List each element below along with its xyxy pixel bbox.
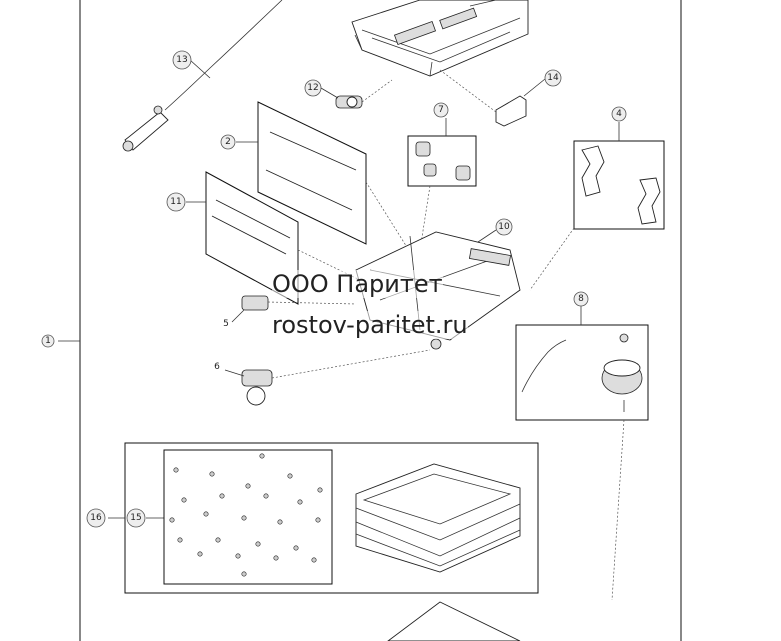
screw xyxy=(259,453,265,459)
bellows-cover xyxy=(355,463,521,573)
callout-4: 4 xyxy=(611,106,627,122)
screw xyxy=(287,473,293,479)
callout-2: 2 xyxy=(220,134,236,150)
svg-text:13: 13 xyxy=(176,55,187,65)
part-16-assembly xyxy=(108,442,539,594)
screw xyxy=(203,511,209,517)
part-7 xyxy=(407,135,477,251)
screw xyxy=(273,555,279,561)
screw xyxy=(177,537,183,543)
bottom-base-plate xyxy=(387,601,521,641)
screw xyxy=(197,551,203,557)
svg-text:10: 10 xyxy=(498,222,510,232)
screw xyxy=(311,557,317,563)
screw xyxy=(235,553,241,559)
svg-text:16: 16 xyxy=(90,513,102,523)
slide-rail-assembly xyxy=(351,0,529,77)
rod-set-part-2 xyxy=(257,101,411,253)
part-5 xyxy=(241,295,357,311)
svg-text:7: 7 xyxy=(438,105,444,115)
bracket-part-14 xyxy=(439,69,527,127)
screw xyxy=(277,519,283,525)
svg-text:11: 11 xyxy=(170,197,181,207)
callout-6: 6 xyxy=(214,362,220,372)
part-4 xyxy=(529,140,665,291)
screw xyxy=(317,487,323,493)
callout-16: 16 xyxy=(86,508,106,528)
part-8 xyxy=(515,324,649,601)
callout-7: 7 xyxy=(433,102,449,118)
svg-text:1: 1 xyxy=(45,336,51,346)
screw xyxy=(263,493,269,499)
callout-11: 11 xyxy=(166,192,186,212)
screw xyxy=(245,483,251,489)
screw xyxy=(297,499,303,505)
watermark-website: rostov-paritet.ru xyxy=(272,311,468,339)
screw xyxy=(241,571,247,577)
svg-text:6: 6 xyxy=(214,362,220,372)
screw xyxy=(169,517,175,523)
callout-10: 10 xyxy=(495,218,513,236)
screw xyxy=(219,493,225,499)
screw xyxy=(241,515,247,521)
callout-1: 1 xyxy=(41,334,55,348)
svg-text:15: 15 xyxy=(130,513,141,523)
svg-text:12: 12 xyxy=(307,83,318,93)
screw xyxy=(315,517,321,523)
part-12 xyxy=(335,79,393,109)
callout-13: 13 xyxy=(172,50,192,70)
screw-set-part-15 xyxy=(163,449,333,585)
screw xyxy=(293,545,299,551)
cable-part-13 xyxy=(122,0,283,152)
screw xyxy=(181,497,187,503)
callout-12: 12 xyxy=(304,79,322,97)
svg-text:8: 8 xyxy=(578,294,584,304)
svg-text:4: 4 xyxy=(616,109,622,119)
svg-text:14: 14 xyxy=(547,73,559,83)
svg-text:2: 2 xyxy=(225,137,231,147)
svg-text:5: 5 xyxy=(223,319,229,329)
screw xyxy=(173,467,179,473)
screw xyxy=(209,471,215,477)
watermark-company-name: ООО Паритет xyxy=(272,270,443,298)
callout-14: 14 xyxy=(544,69,562,87)
screw xyxy=(255,541,261,547)
callout-5: 5 xyxy=(223,319,229,329)
callout-8: 8 xyxy=(573,291,589,307)
screw xyxy=(215,537,221,543)
callout-15: 15 xyxy=(126,508,146,528)
part-6 xyxy=(241,349,431,406)
